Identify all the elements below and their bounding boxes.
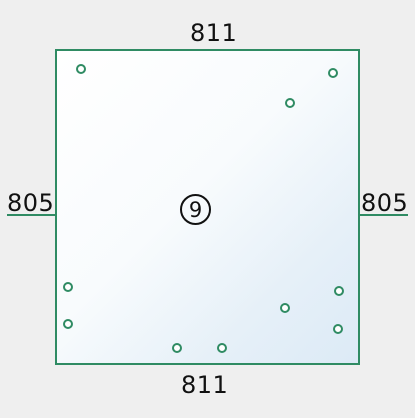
right-dimension-line [360,214,408,216]
right-height-dimension: 805 [361,189,409,217]
left-height-dimension: 805 [7,189,55,217]
panel-number-text: 9 [188,197,203,222]
drill-hole [63,319,73,329]
drill-hole [334,286,344,296]
top-width-dimension: 811 [190,19,238,47]
left-dimension-line [7,214,55,216]
drill-hole [280,303,290,313]
bottom-width-dimension: 811 [181,371,229,399]
drill-hole [172,343,182,353]
drill-hole [217,343,227,353]
drill-hole [333,324,343,334]
drill-hole [285,98,295,108]
drill-hole [76,64,86,74]
drill-hole [328,68,338,78]
drill-hole [63,282,73,292]
panel-number-badge: 9 [180,194,211,225]
